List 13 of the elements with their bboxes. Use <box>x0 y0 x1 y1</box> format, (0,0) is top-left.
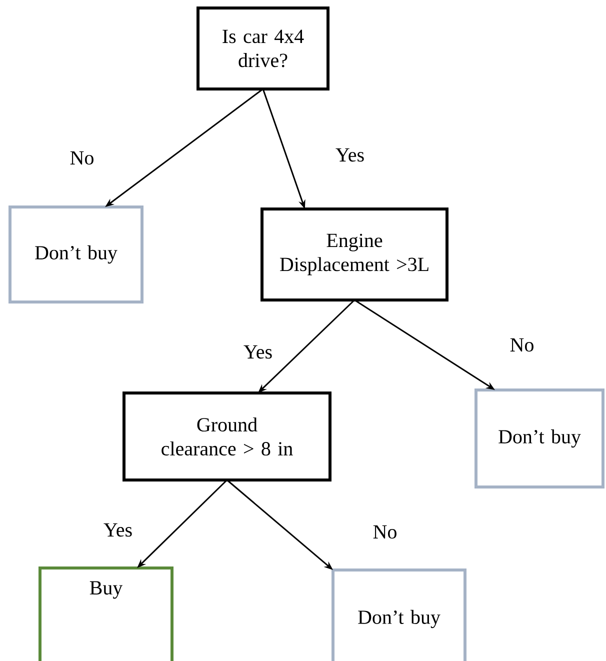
edge-label: Yes <box>244 345 272 359</box>
edge-label: No <box>70 151 94 165</box>
edge-label: Yes <box>104 523 132 537</box>
outcome-box: Don’t buy <box>8 206 144 304</box>
process-box: Ground clearance > 8 in <box>122 392 332 482</box>
outcome-box: Don’t buy <box>474 388 604 488</box>
outcome-box: Buy <box>38 566 174 661</box>
edge-label: No <box>373 525 396 539</box>
edge-label: Yes <box>336 148 364 162</box>
process-box: Engine Displacement >3L <box>260 208 448 302</box>
edge-label: No <box>510 338 534 352</box>
outcome-box: Don’t buy <box>332 568 466 661</box>
process-box: Is car 4x4 drive? <box>196 6 330 90</box>
